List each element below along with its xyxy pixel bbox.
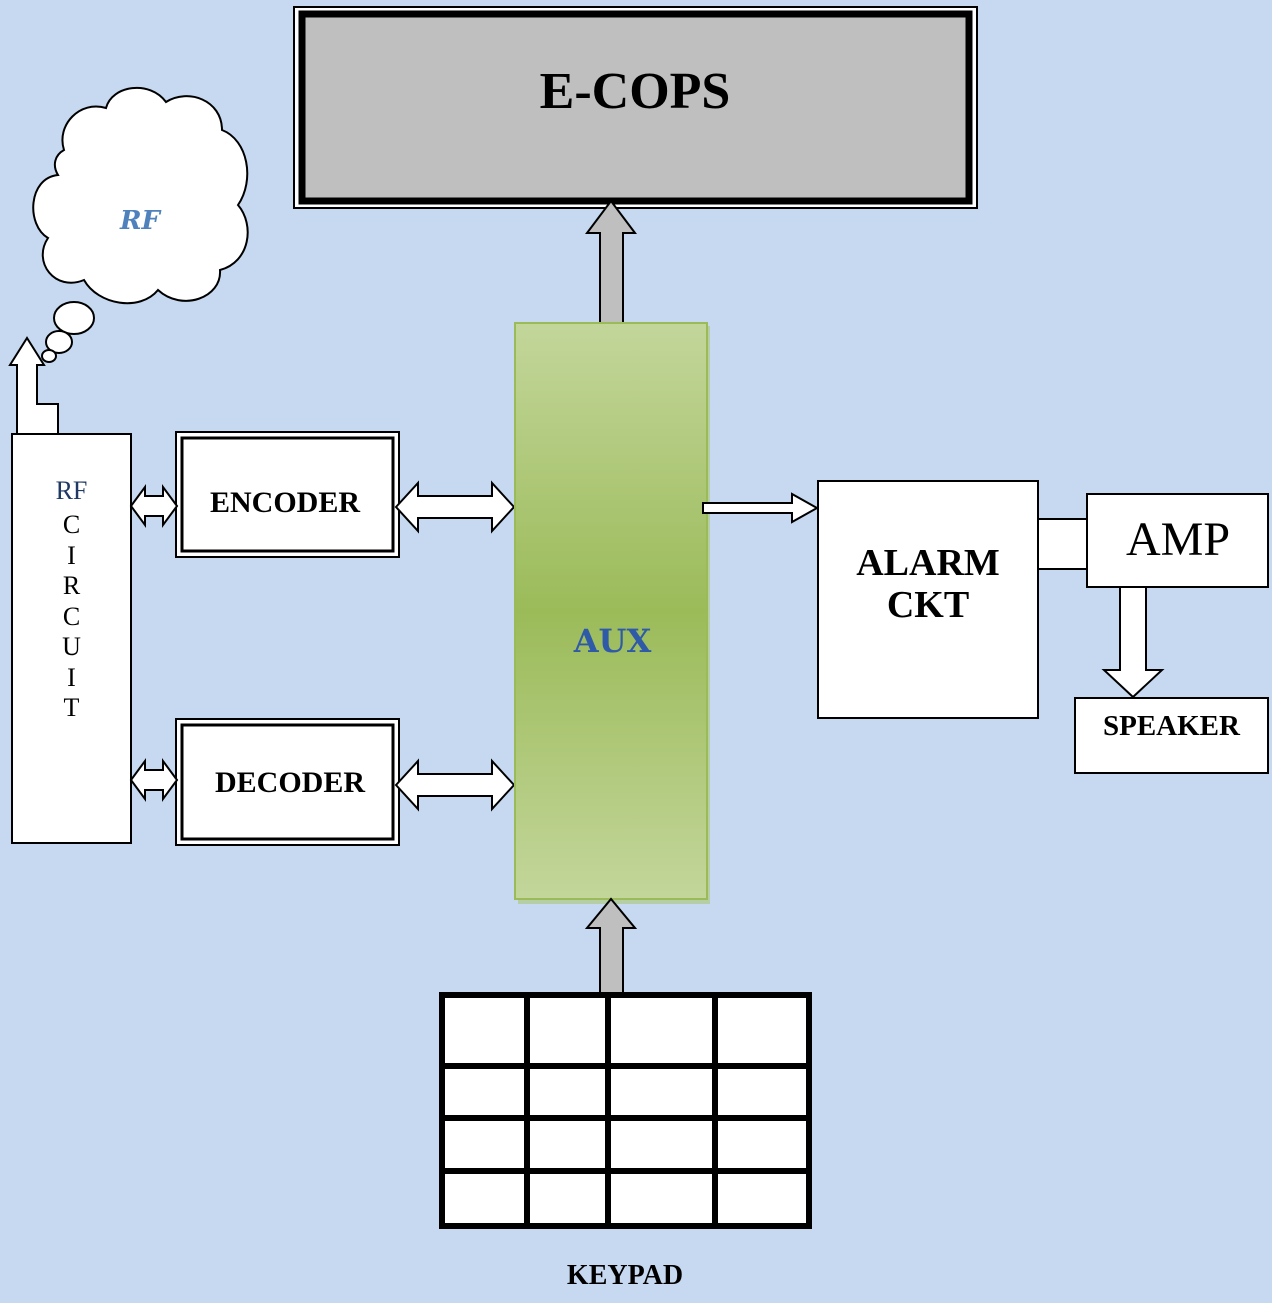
rf-circuit-letter: C: [62, 510, 81, 539]
alarm-label-line1: ALARM: [856, 542, 1000, 584]
encoder-label: ENCODER: [209, 486, 360, 519]
alarm-label-line2: CKT: [886, 584, 970, 626]
rf-circuit-letter: T: [63, 693, 80, 722]
arrow-encoder-aux: [394, 480, 516, 534]
rf-cloud: [32, 86, 249, 363]
amp-box: [1086, 493, 1269, 588]
ecops-display-box: [293, 6, 978, 209]
arrow-aux-to-alarm: [702, 492, 820, 524]
arrow-keypad-to-aux: [584, 897, 638, 995]
decoder-label: DECODER: [214, 766, 365, 799]
rf-cloud-label: RF: [119, 206, 161, 236]
amp-label: AMP: [1125, 513, 1231, 566]
aux-label: AUX: [573, 622, 652, 660]
rf-circuit-box: [11, 433, 132, 844]
alarm-ckt-label: ALARM CKT: [818, 542, 1038, 626]
keypad-grid: [439, 992, 812, 1229]
aux-block-face: [514, 322, 708, 900]
speaker-label: SPEAKER: [1103, 710, 1240, 742]
rf-circuit-letter: I: [67, 662, 76, 692]
alarm-amp-connector: [1037, 518, 1089, 570]
rf-circuit-letter: R: [62, 571, 81, 600]
antenna-arrow: [8, 336, 59, 436]
alarm-ckt-box: [817, 480, 1039, 719]
rf-circuit-letters: C I R C U I T: [13, 510, 130, 724]
rf-circuit-letter: I: [67, 540, 76, 570]
arrow-rf-decoder: [129, 757, 179, 803]
speaker-box: [1074, 697, 1269, 774]
rf-circuit-letter: U: [62, 632, 81, 661]
decoder-box: [175, 718, 400, 846]
arrow-rf-encoder: [129, 483, 179, 529]
keypad-label: KEYPAD: [566, 1260, 684, 1291]
ecops-label: E-COPS: [539, 63, 731, 120]
arrow-aux-to-ecops: [585, 199, 637, 324]
encoder-box: [175, 431, 400, 558]
arrow-amp-to-speaker: [1101, 586, 1165, 699]
rf-circuit-label-top: RF: [55, 476, 88, 505]
rf-circuit-letter: C: [62, 601, 81, 631]
arrow-decoder-aux: [394, 758, 516, 812]
